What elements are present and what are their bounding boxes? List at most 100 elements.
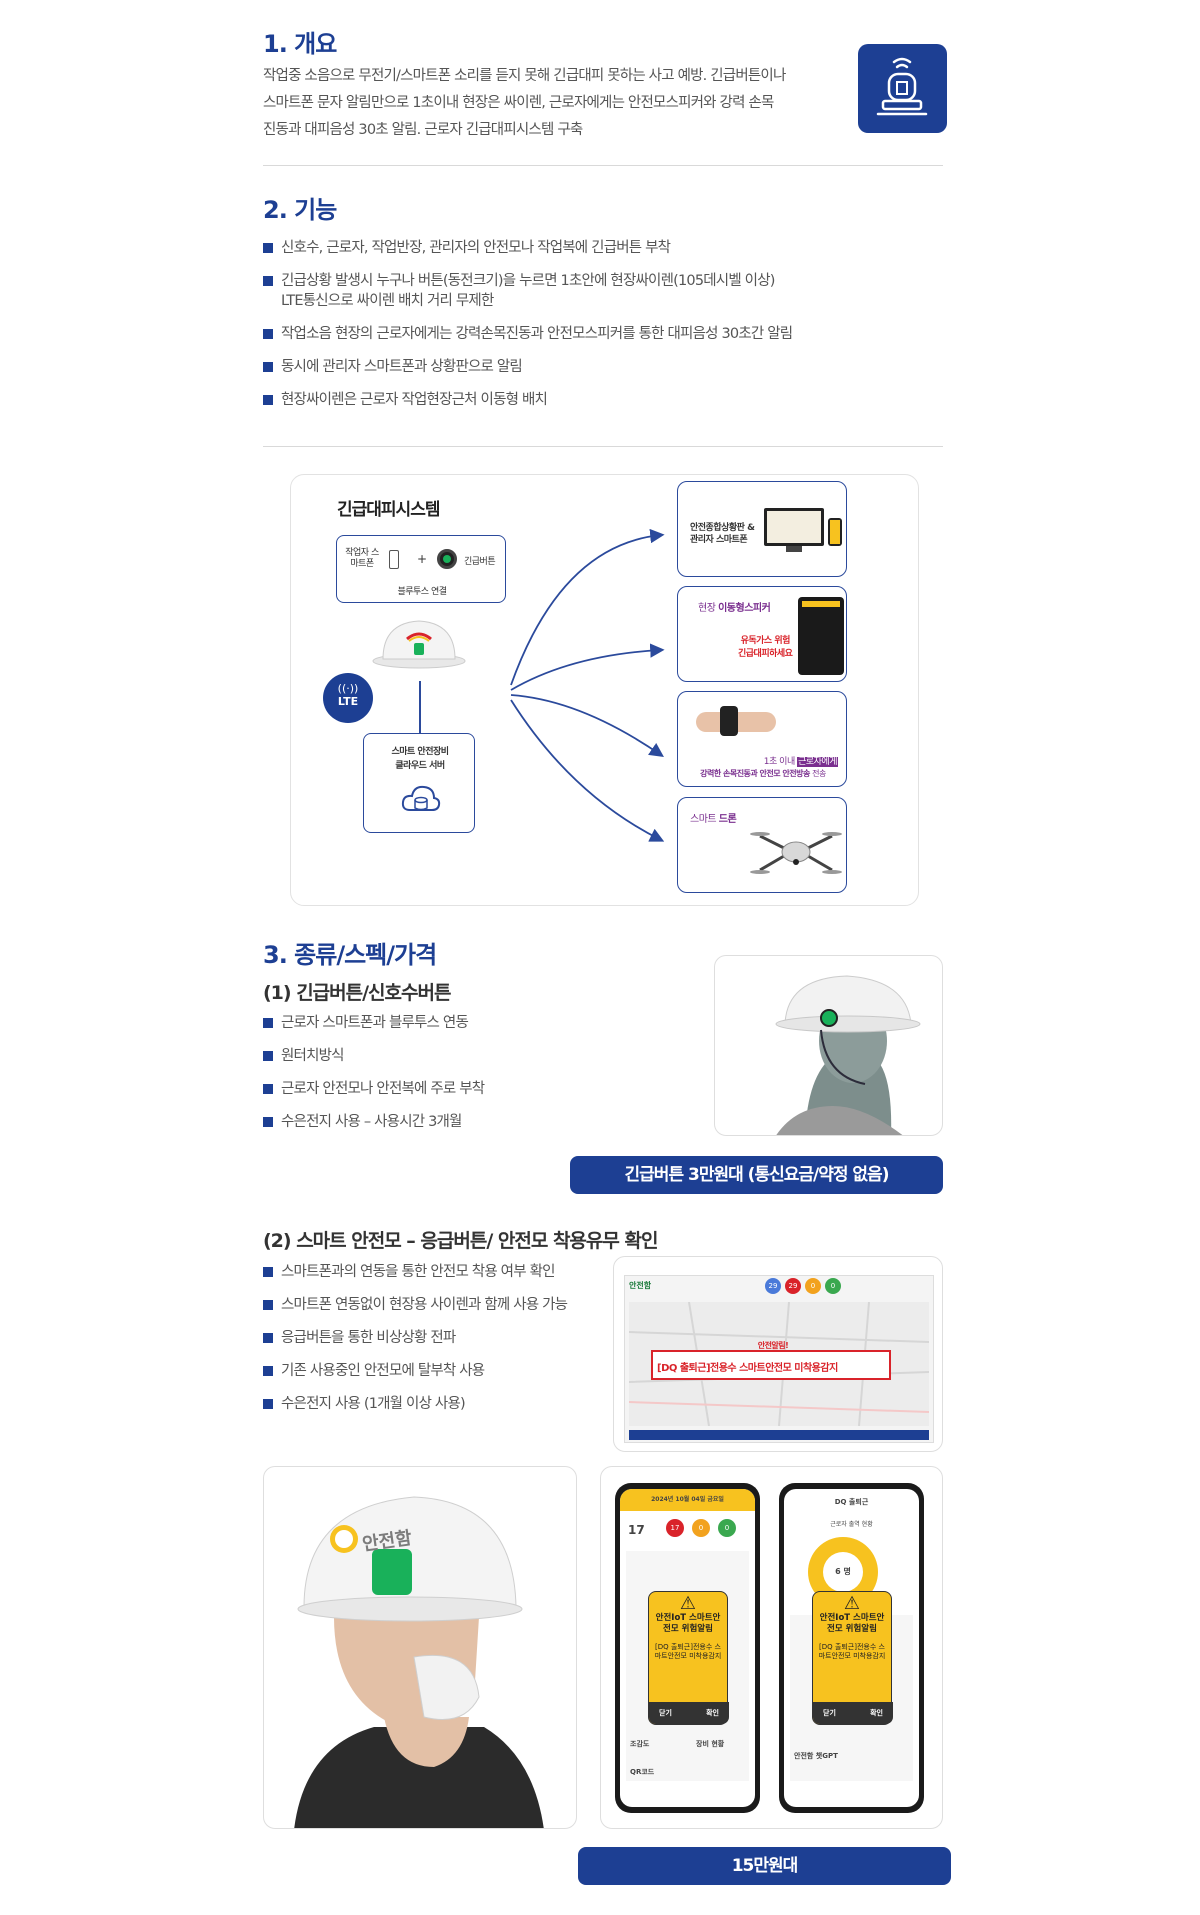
- server-label: 스마트 안전장비: [391, 747, 449, 757]
- list-item: 응급버튼을 통한 비상상황 전파: [263, 1328, 567, 1348]
- list-item: 긴급상황 발생시 누구나 버튼(동전크기)을 누르면 1초안에 현장싸이렌(10…: [263, 271, 792, 311]
- list-item: 기존 사용중인 안전모에 탈부착 사용: [263, 1361, 567, 1381]
- watch-caption-2: 강력한 손목진동과 안전모 안전방송 전송: [700, 769, 826, 778]
- phone-footer-item: QR코드: [630, 1768, 655, 1776]
- emergency-button-icon: [437, 549, 457, 569]
- list-item: 수은전지 사용 (1개월 이상 사용): [263, 1394, 567, 1414]
- emergency-button-photo: [714, 955, 943, 1136]
- output-drone: 스마트 드론: [677, 797, 847, 893]
- popup-confirm-button[interactable]: 확인: [706, 1709, 719, 1717]
- plus-sign: +: [417, 552, 427, 566]
- helmet-icon: [372, 620, 466, 669]
- smartphone-icon: [828, 518, 842, 546]
- phone-icon: [389, 550, 399, 569]
- phone-mockup-1: 2024년 10월 04일 금요일 17 17 0 0 ⚠ 안전IoT 스마트안…: [615, 1483, 760, 1813]
- alert-popup: ⚠ 안전IoT 스마트안전모 위험알림 [DQ 출퇴근]전용수 스마트안전모 미…: [648, 1591, 729, 1725]
- phone-header: DQ 출퇴근: [834, 1498, 869, 1506]
- count-badge: 29: [785, 1278, 801, 1294]
- list-item: 스마트폰 연동없이 현장용 사이렌과 함께 사용 가능: [263, 1295, 568, 1315]
- output-watch: 1초 이내 근로자에게 강력한 손목진동과 안전모 안전방송 전송: [677, 691, 847, 787]
- status-badge: 17: [666, 1519, 684, 1537]
- alert-title: 안전알림!: [757, 1341, 789, 1350]
- dashboard-logo: 안전함: [629, 1281, 652, 1290]
- dashboard-footer: [629, 1430, 929, 1440]
- phone-date: 2024년 10월 04일 금요일: [620, 1489, 755, 1511]
- overview-line: 작업중 소음으로 무전기/스마트폰 소리를 듣지 못해 긴급대피 못하는 사고 …: [263, 68, 786, 84]
- popup-close-button[interactable]: 닫기: [659, 1709, 672, 1717]
- popup-close-button[interactable]: 닫기: [823, 1709, 836, 1717]
- warning-icon: ⚠: [843, 1593, 861, 1614]
- phone-subheader: 근로자 출역 현황: [830, 1521, 873, 1528]
- monitor-icon: [764, 508, 824, 546]
- siren-icon: [858, 44, 947, 133]
- smart-helmet-photo: 안전함: [263, 1466, 577, 1829]
- list-item: 현장싸이렌은 근로자 작업현장근처 이동형 배치: [263, 390, 792, 410]
- specs-title: 3. 종류/스펙/가격: [263, 941, 437, 969]
- mannequin-helmet-image: [775, 975, 921, 1135]
- person-helmet-image: [294, 1496, 544, 1828]
- dashboard-frame: 안전함 29 29 0 0 안전알림! [DQ 출퇴근]전용수 스마트안전모 미…: [624, 1275, 934, 1443]
- list-item: 신호수, 근로자, 작업반장, 관리자의 안전모나 작업복에 긴급버튼 부착: [263, 238, 792, 258]
- system-diagram: 긴급대피시스템 작업자 스마트폰 + 긴급버튼 블루투스 연결 ((·)) LT…: [290, 474, 919, 906]
- overview-title: 1. 개요: [263, 30, 337, 58]
- product1-list: 근로자 스마트폰과 블루투스 연동 원터치방식 근로자 안전모나 안전복에 주로…: [263, 1013, 485, 1132]
- phone-label: 작업자 스마트폰: [345, 548, 379, 569]
- popup-title: 안전IoT 스마트안전모 위험알림: [819, 1613, 885, 1634]
- server-box: 스마트 안전장비 클라우드 서버: [363, 733, 475, 833]
- list-item: 원터치방식: [263, 1046, 484, 1066]
- features-title: 2. 기능: [263, 196, 337, 224]
- overview-line: 진동과 대피음성 30초 알림. 근로자 긴급대피시스템 구축: [263, 122, 583, 138]
- popup-body: [DQ 출퇴근]전용수 스마트안전모 미착용감지: [818, 1643, 886, 1660]
- features-list: 신호수, 근로자, 작업반장, 관리자의 안전모나 작업복에 긴급버튼 부착 긴…: [263, 238, 793, 410]
- overview-line: 스마트폰 문자 알림만으로 1초이내 현장은 싸이렌, 근로자에게는 안전모스피…: [263, 95, 774, 111]
- watch-icon: [720, 706, 738, 736]
- lte-badge: ((·)) LTE: [323, 673, 373, 723]
- list-item: 작업소음 현장의 근로자에게는 강력손목진동과 안전모스피커를 통한 대피음성 …: [263, 324, 793, 344]
- speaker-label: 현장 이동형스피커: [698, 603, 771, 614]
- app-phones-photo: 2024년 10월 04일 금요일 17 17 0 0 ⚠ 안전IoT 스마트안…: [600, 1466, 943, 1829]
- count-value: 6 명: [823, 1552, 863, 1592]
- price-badge-button: 15만원대: [578, 1847, 951, 1885]
- alert-text: [DQ 출퇴근]전용수 스마트안전모 미착용감지: [657, 1363, 838, 1374]
- flow-arrows: [510, 528, 665, 842]
- speaker-icon: [798, 597, 844, 675]
- product2-title: (2) 스마트 안전모 – 응급버튼/ 안전모 착용유무 확인: [263, 1230, 658, 1252]
- output-dashboard: 안전종합상황판 & 관리자 스마트폰: [677, 481, 847, 577]
- drone-icon: [750, 832, 842, 874]
- output-label: 관리자 스마트폰: [690, 535, 748, 545]
- bluetooth-label: 블루투스 연결: [397, 587, 447, 597]
- phone-mockup-2: DQ 출퇴근 근로자 출역 현황 6 명 ⚠ 안전IoT 스마트안전모 위험알림…: [779, 1483, 924, 1813]
- price-badge-button: 긴급버튼 3만원대 (통신요금/약정 없음): [570, 1156, 943, 1194]
- phone-count: 17: [628, 1523, 645, 1537]
- product1-title: (1) 긴급버튼/신호수버튼: [263, 982, 451, 1004]
- cloud-icon: [401, 785, 441, 811]
- watch-caption-1: 1초 이내 근로자에게: [763, 757, 838, 767]
- bluetooth-box: 작업자 스마트폰 + 긴급버튼 블루투스 연결: [336, 535, 506, 603]
- divider: [263, 446, 943, 447]
- button-label: 긴급버튼: [464, 557, 496, 567]
- dashboard-screenshot: 안전함 29 29 0 0 안전알림! [DQ 출퇴근]전용수 스마트안전모 미…: [613, 1256, 943, 1452]
- diagram-title: 긴급대피시스템: [337, 500, 440, 520]
- count-badge: 0: [825, 1278, 841, 1294]
- phone-footer-item: 안전함 챗GPT: [794, 1752, 838, 1760]
- antenna-icon: ((·)): [337, 682, 359, 695]
- server-label: 클라우드 서버: [395, 761, 445, 771]
- monitor-stand: [786, 546, 802, 552]
- list-item: 동시에 관리자 스마트폰과 상황판으로 알림: [263, 357, 792, 377]
- status-badge: 0: [692, 1519, 710, 1537]
- list-item: 근로자 스마트폰과 블루투스 연동: [263, 1013, 484, 1033]
- count-badge: 29: [765, 1278, 781, 1294]
- phone-footer-item: 조감도: [630, 1740, 650, 1748]
- alert-popup: ⚠ 안전IoT 스마트안전모 위험알림 [DQ 출퇴근]전용수 스마트안전모 미…: [812, 1591, 893, 1725]
- alert-banner: 안전알림! [DQ 출퇴근]전용수 스마트안전모 미착용감지: [651, 1341, 891, 1380]
- product2-list: 스마트폰과의 연동을 통한 안전모 착용 여부 확인 스마트폰 연동없이 현장용…: [263, 1262, 568, 1414]
- drone-label: 스마트 드론: [690, 814, 737, 825]
- divider: [263, 165, 943, 166]
- list-item: 근로자 안전모나 안전복에 주로 부착: [263, 1079, 485, 1099]
- phone-screen: DQ 출퇴근 근로자 출역 현황 6 명 ⚠ 안전IoT 스마트안전모 위험알림…: [784, 1489, 919, 1807]
- popup-confirm-button[interactable]: 확인: [870, 1709, 883, 1717]
- count-badge: 0: [805, 1278, 821, 1294]
